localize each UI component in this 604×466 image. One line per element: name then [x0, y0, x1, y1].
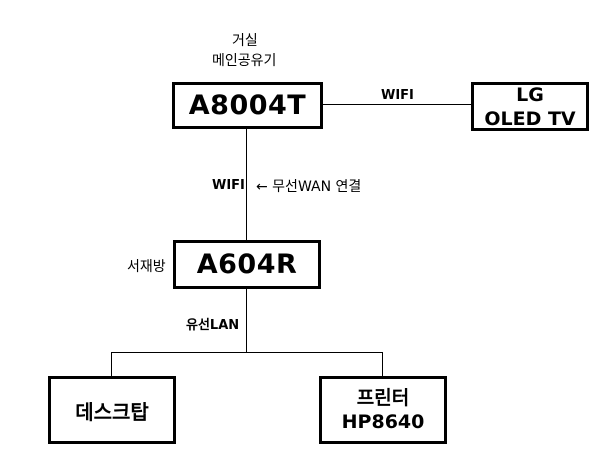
- wan-link-line-router-repeater: [246, 128, 247, 240]
- main-router-node: A8004T: [172, 82, 323, 129]
- tv-model: OLED TV: [484, 107, 576, 130]
- printer-label: 프린터: [356, 387, 410, 409]
- tv-link-label: WIFI: [381, 88, 414, 103]
- wifi-link-line-router-tv: [322, 104, 472, 105]
- desktop-label: 데스크탑: [75, 399, 149, 424]
- lan-line-to-printer: [382, 352, 383, 377]
- lan-trunk-line: [246, 288, 247, 352]
- sub-router-node: A604R: [173, 240, 321, 289]
- lan-line-to-desktop: [111, 352, 112, 377]
- main-router-model: A8004T: [188, 90, 307, 121]
- sub-router-model: A604R: [196, 249, 298, 280]
- lan-branch-line: [111, 352, 383, 353]
- tv-node: LG OLED TV: [471, 82, 589, 131]
- wan-link-label: WIFI: [212, 178, 245, 193]
- wan-link-note: ← 무선WAN 연결: [256, 179, 362, 195]
- sub-router-location-label: 서재방: [127, 259, 166, 275]
- main-router-role-label: 메인공유기: [212, 53, 277, 69]
- main-router-location-label: 거실: [232, 33, 258, 49]
- desktop-node: 데스크탑: [48, 376, 176, 444]
- tv-brand: LG: [516, 83, 544, 106]
- printer-node: 프린터 HP8640: [319, 376, 447, 444]
- printer-model: HP8640: [341, 411, 425, 433]
- lan-link-label: 유선LAN: [186, 318, 240, 333]
